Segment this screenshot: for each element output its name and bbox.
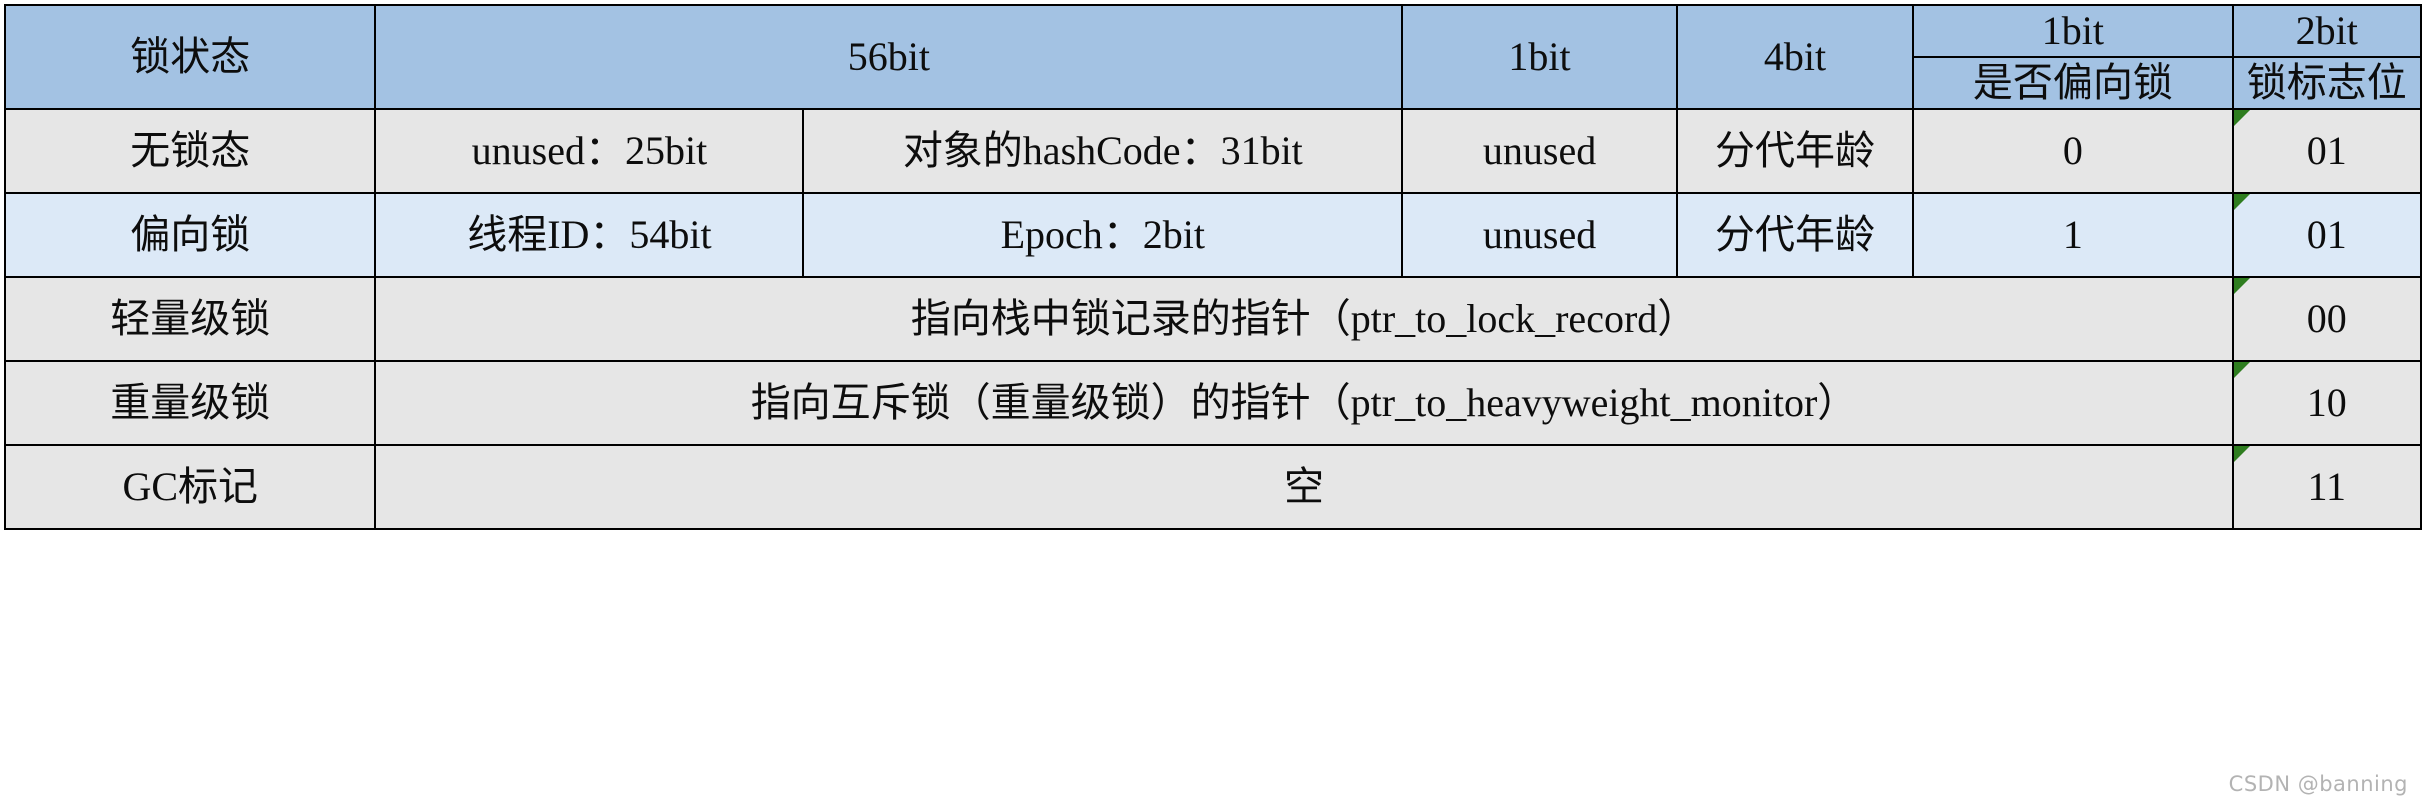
table-row-gc-mark: GC标记 空 11 (3, 444, 2423, 530)
cell-state-gc-mark: GC标记 (3, 444, 377, 530)
header-cell-1bit: 1bit (1401, 4, 1678, 110)
cell-gc-mark-flag-bits: 11 (2231, 444, 2423, 530)
cell-heavyweight-flag-bits: 10 (2231, 360, 2423, 446)
csdn-watermark: CSDN @banning (2228, 772, 2408, 796)
cell-biased-thread-id-54bit: 线程ID：54bit (374, 192, 805, 278)
object-header-lock-state-table: 锁状态 56bit 1bit 4bit 1bit 2bit 是否偏向锁 锁标志位… (3, 4, 2423, 530)
table-row-biased-lock: 偏向锁 线程ID：54bit Epoch：2bit unused 分代年龄 1 … (3, 192, 2423, 278)
header-cell-2bit-flag: 2bit (2231, 4, 2423, 58)
header-cell-lock-flag-bits: 锁标志位 (2231, 56, 2423, 110)
header-cell-56bit: 56bit (374, 4, 1404, 110)
header-cell-lock-state: 锁状态 (3, 4, 377, 110)
table-header-row-1: 锁状态 56bit 1bit 4bit 1bit 2bit (3, 4, 2423, 110)
cell-state-heavyweight-lock: 重量级锁 (3, 360, 377, 446)
header-cell-is-biased-lock: 是否偏向锁 (1912, 56, 2234, 110)
spreadsheet-canvas: 锁状态 56bit 1bit 4bit 1bit 2bit 是否偏向锁 锁标志位… (0, 4, 2430, 808)
cell-no-lock-biased-bit: 0 (1912, 108, 2234, 194)
cell-heavyweight-pointer: 指向互斥锁（重量级锁）的指针（ptr_to_heavyweight_monito… (374, 360, 2234, 446)
header-cell-4bit: 4bit (1675, 4, 1915, 110)
cell-state-no-lock: 无锁态 (3, 108, 377, 194)
cell-biased-flag-bits: 01 (2231, 192, 2423, 278)
table-row-heavyweight-lock: 重量级锁 指向互斥锁（重量级锁）的指针（ptr_to_heavyweight_m… (3, 360, 2423, 446)
cell-gc-mark-empty: 空 (374, 444, 2234, 530)
table-header-row-2: 是否偏向锁 锁标志位 (5, 56, 2423, 110)
cell-biased-epoch-2bit: Epoch：2bit (802, 192, 1404, 278)
cell-lightweight-flag-bits: 00 (2231, 276, 2423, 362)
cell-no-lock-generational-age: 分代年龄 (1675, 108, 1915, 194)
cell-biased-unused: unused (1401, 192, 1678, 278)
cell-biased-biased-bit: 1 (1912, 192, 2234, 278)
cell-no-lock-flag-bits: 01 (2231, 108, 2423, 194)
cell-no-lock-unused: unused (1401, 108, 1678, 194)
cell-biased-generational-age: 分代年龄 (1675, 192, 1915, 278)
header-cell-1bit-biased: 1bit (1912, 4, 2234, 58)
cell-no-lock-unused-25bit: unused：25bit (374, 108, 805, 194)
table-row-no-lock: 无锁态 unused：25bit 对象的hashCode：31bit unuse… (3, 108, 2423, 194)
cell-no-lock-hashcode-31bit: 对象的hashCode：31bit (802, 108, 1404, 194)
cell-state-lightweight-lock: 轻量级锁 (3, 276, 377, 362)
cell-state-biased-lock: 偏向锁 (3, 192, 377, 278)
cell-lightweight-pointer: 指向栈中锁记录的指针（ptr_to_lock_record） (374, 276, 2234, 362)
table-row-lightweight-lock: 轻量级锁 指向栈中锁记录的指针（ptr_to_lock_record） 00 (3, 276, 2423, 362)
